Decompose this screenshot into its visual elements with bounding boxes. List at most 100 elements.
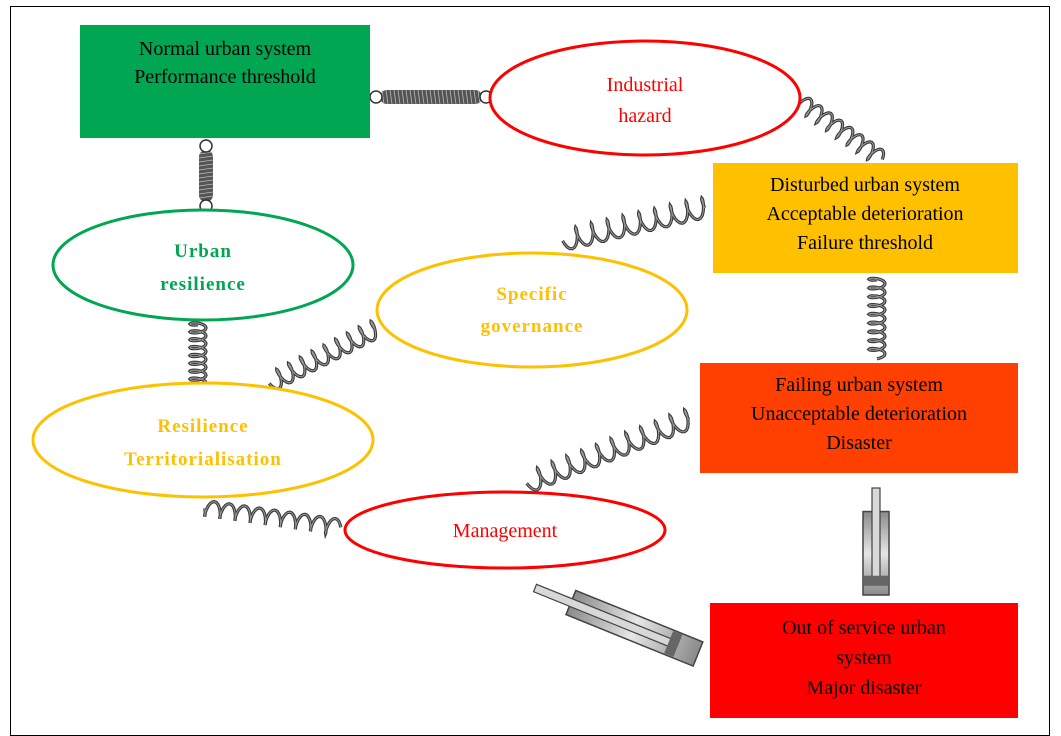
box-failing-line-2: Unacceptable deterioration [751, 403, 967, 425]
box-out-of-service-line-3: Major disaster [807, 677, 922, 699]
spring-failing-management-coil [525, 406, 691, 492]
spring-industrial-disturbed [793, 96, 886, 162]
spring-disturbed-governance-highlight [562, 197, 706, 250]
node-normal-urban-system: Normal urban system Performance threshol… [80, 25, 370, 138]
spring-normal-industrial-stripe [449, 89, 453, 105]
spring-normal-industrial-stripe [477, 89, 481, 105]
territorialisation-line-1: Resilience [157, 416, 248, 437]
spring-normal-industrial-stripe [429, 89, 433, 105]
spring-territorialisation-management [202, 500, 343, 540]
spring-normal-industrial-stripe [445, 89, 449, 105]
management-label: Management [453, 520, 558, 542]
box-out-of-service [710, 603, 1018, 718]
spring-normal-industrial-stripe [413, 89, 417, 105]
spring-disturbed-governance-coil [561, 194, 707, 251]
node-urban-resilience: Urban resilience [51, 208, 355, 322]
node-specific-governance: Specific governance [375, 251, 689, 369]
node-industrial-hazard: Industrial hazard [488, 39, 802, 157]
ellipse-specific-governance [375, 251, 689, 369]
node-disturbed-urban-system: Disturbed urban system Acceptable deteri… [713, 163, 1018, 273]
spring-governance-territorialisation [268, 318, 378, 391]
box-failing [700, 363, 1018, 473]
spring-governance-territorialisation-coil [268, 318, 378, 391]
box-normal [80, 25, 370, 138]
spring-normal-resilience-stripe [198, 163, 214, 167]
urban-resilience-line-1: Urban [174, 241, 232, 262]
spring-territorialisation-management-highlight [204, 501, 342, 536]
spring-normal-industrial-stripe [465, 89, 469, 105]
spring-normal-industrial-stripe [453, 89, 457, 105]
node-out-of-service-urban-system: Out of service urban system Major disast… [710, 603, 1018, 718]
spring-normal-industrial-stripe [441, 89, 445, 105]
spring-normal-industrial-stripe [425, 89, 429, 105]
box-failing-line-3: Disaster [826, 432, 892, 454]
specific-governance-line-2: governance [481, 316, 584, 337]
spring-normal-resilience [198, 139, 214, 213]
spring-industrial-disturbed-coil [793, 96, 886, 162]
piston-management-outofservice-head [664, 630, 683, 657]
spring-normal-resilience-stripe [198, 167, 214, 171]
box-normal-line-2: Performance threshold [134, 66, 316, 88]
spring-normal-industrial-stripe [405, 89, 409, 105]
box-disturbed-line-2: Acceptable deterioration [766, 203, 963, 225]
spring-normal-industrial-stripe [385, 89, 389, 105]
spring-normal-industrial-stripe [437, 89, 441, 105]
spring-normal-industrial-stripe [417, 89, 421, 105]
ellipse-industrial-hazard [488, 39, 802, 157]
piston-failing-outofservice-head [864, 575, 888, 586]
spring-disturbed-failing-highlight [868, 277, 886, 360]
spring-normal-industrial-stripe [381, 89, 385, 105]
box-out-of-service-line-1: Out of service urban [782, 617, 946, 639]
spring-normal-industrial-stripe [421, 89, 425, 105]
piston-management-outofservice [532, 583, 704, 668]
spring-normal-industrial-stripe [433, 89, 437, 105]
spring-normal-resilience-body [199, 150, 213, 202]
spring-industrial-disturbed-highlight [795, 97, 885, 160]
box-normal-line-1: Normal urban system [139, 38, 312, 60]
spring-resilience-territorialisation [187, 321, 208, 390]
spring-normal-resilience-stripe [198, 179, 214, 183]
piston-failing-outofservice [862, 487, 890, 596]
spring-normal-resilience-stripe [198, 171, 214, 175]
spring-normal-industrial-stripe [473, 89, 477, 105]
node-resilience-territorialisation: Resilience Territorialisation [31, 381, 375, 499]
spring-failing-management [525, 406, 691, 492]
spring-failing-management-highlight [526, 409, 690, 491]
spring-disturbed-failing-coil [866, 276, 887, 361]
specific-governance-line-1: Specific [496, 284, 567, 305]
spring-normal-resilience-stripe [198, 191, 214, 195]
spring-normal-resilience-stripe [198, 151, 214, 155]
ellipse-management [343, 490, 667, 570]
spring-normal-resilience-stripe [198, 187, 214, 191]
spring-normal-resilience-stripe [198, 195, 214, 199]
node-management: Management [343, 490, 667, 570]
spring-normal-industrial [369, 89, 493, 105]
spring-disturbed-failing [866, 276, 887, 361]
spring-normal-resilience-stripe [198, 155, 214, 159]
piston-management-outofservice-rod [532, 583, 678, 650]
spring-disturbed-governance [561, 194, 707, 251]
spring-normal-industrial-stripe [397, 89, 401, 105]
box-failing-line-1: Failing urban system [775, 374, 943, 396]
spring-normal-industrial-stripe [401, 89, 405, 105]
spring-normal-resilience-hook [199, 139, 213, 153]
industrial-hazard-line-1: Industrial [607, 74, 684, 96]
spring-normal-resilience-stripe [198, 159, 214, 163]
spring-normal-industrial-stripe [393, 89, 397, 105]
spring-normal-industrial-stripe [457, 89, 461, 105]
urban-resilience-line-2: resilience [160, 274, 246, 295]
box-out-of-service-line-2: system [836, 647, 892, 669]
spring-normal-resilience-stripe [198, 175, 214, 179]
ellipse-resilience-territorialisation [31, 381, 375, 499]
node-failing-urban-system: Failing urban system Unacceptable deteri… [700, 363, 1018, 473]
industrial-hazard-line-2: hazard [618, 105, 671, 127]
spring-normal-industrial-stripe [389, 89, 393, 105]
connectors-layer [187, 89, 890, 668]
box-disturbed-line-1: Disturbed urban system [770, 174, 960, 196]
spring-normal-industrial-hook [369, 90, 383, 104]
spring-normal-industrial-stripe [461, 89, 465, 105]
spring-normal-industrial-stripe [469, 89, 473, 105]
spring-governance-territorialisation-highlight [268, 320, 376, 390]
